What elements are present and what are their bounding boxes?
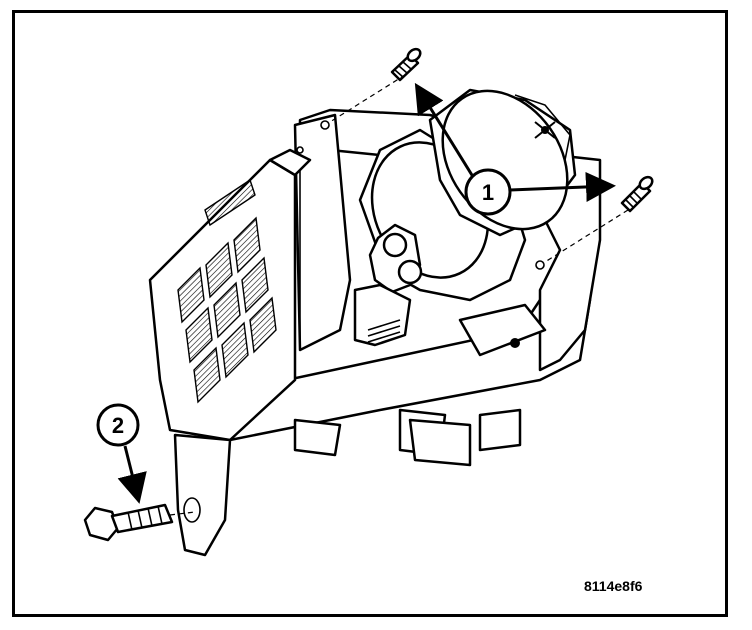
callout-2-label: 2 <box>112 413 124 438</box>
callout-1: 1 <box>414 82 616 216</box>
screw-upper-right <box>620 175 654 213</box>
mounting-bracket <box>173 433 232 557</box>
mounting-bolt <box>83 503 174 542</box>
connector-block <box>148 148 312 442</box>
switch-housing <box>228 108 602 467</box>
callout-2: 2 <box>96 403 147 504</box>
headlamp-symbol-icon <box>534 121 556 139</box>
image-reference-id: 8114e8f6 <box>584 578 643 594</box>
headlamp-switch-knob <box>353 88 577 347</box>
screw-upper-left <box>390 47 422 82</box>
callout-1-label: 1 <box>482 180 494 205</box>
